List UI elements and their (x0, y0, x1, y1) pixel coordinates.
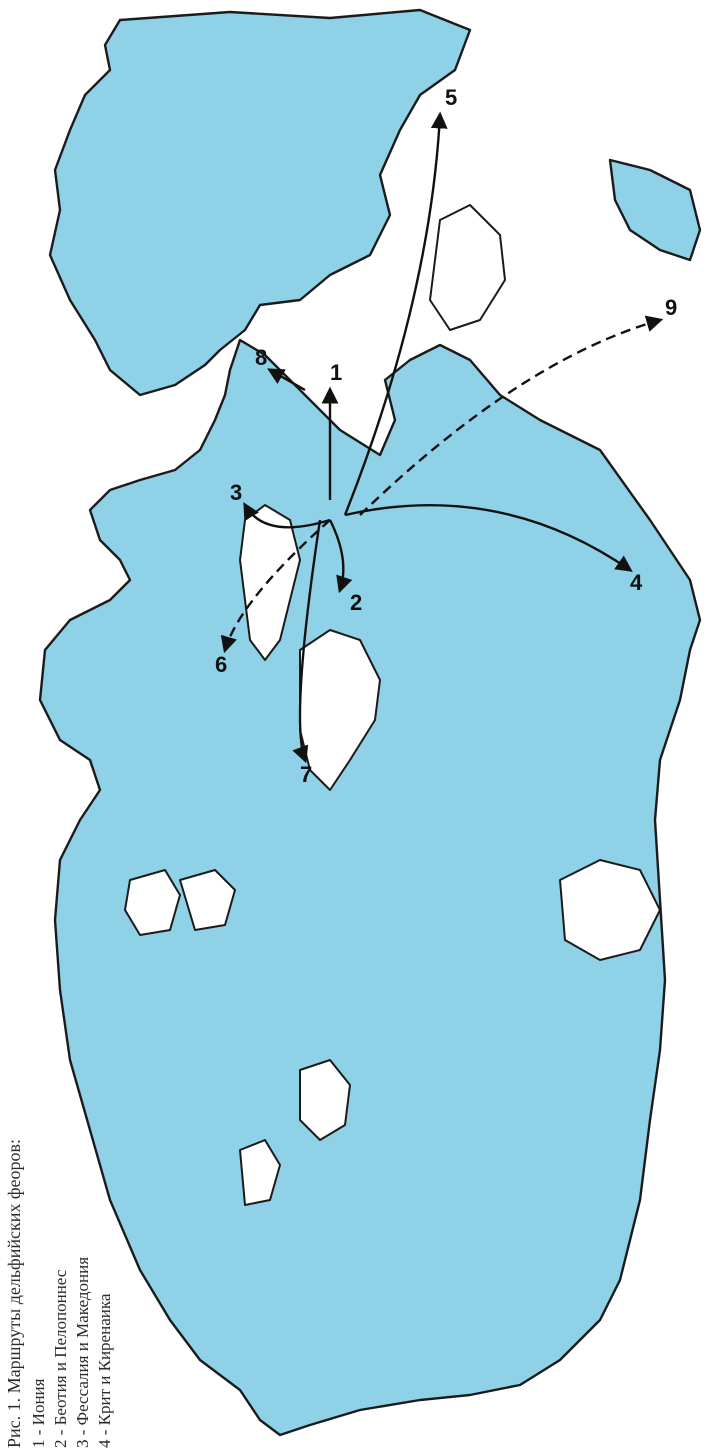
route-label-2: 2 (350, 590, 362, 615)
route-8 (267, 368, 306, 392)
sea-north-east (48, 8, 472, 397)
island-bottom (299, 1059, 351, 1141)
route-3 (243, 502, 331, 529)
route-9 (359, 315, 664, 516)
route-label-8: 8 (255, 345, 267, 370)
sea-east-strip (608, 158, 702, 262)
island-large-left (239, 504, 301, 661)
route-6 (220, 519, 331, 654)
route-7 (292, 519, 322, 764)
route-5 (343, 111, 448, 516)
route-label-9: 9 (665, 295, 677, 320)
island-lower-left-2 (179, 869, 236, 931)
route-label-1: 1 (330, 360, 342, 385)
peninsula-right (559, 859, 661, 961)
route-label-5: 5 (445, 85, 457, 110)
route-2 (328, 519, 353, 594)
island-crete (429, 204, 506, 331)
island-bottom-2 (239, 1139, 281, 1206)
route-4 (344, 504, 633, 572)
island-lower-left (124, 869, 181, 936)
route-label-6: 6 (215, 652, 227, 677)
sea-main (38, 338, 702, 1437)
route-label-3: 3 (230, 480, 242, 505)
route-label-4: 4 (630, 570, 643, 595)
route-label-7: 7 (300, 762, 312, 787)
